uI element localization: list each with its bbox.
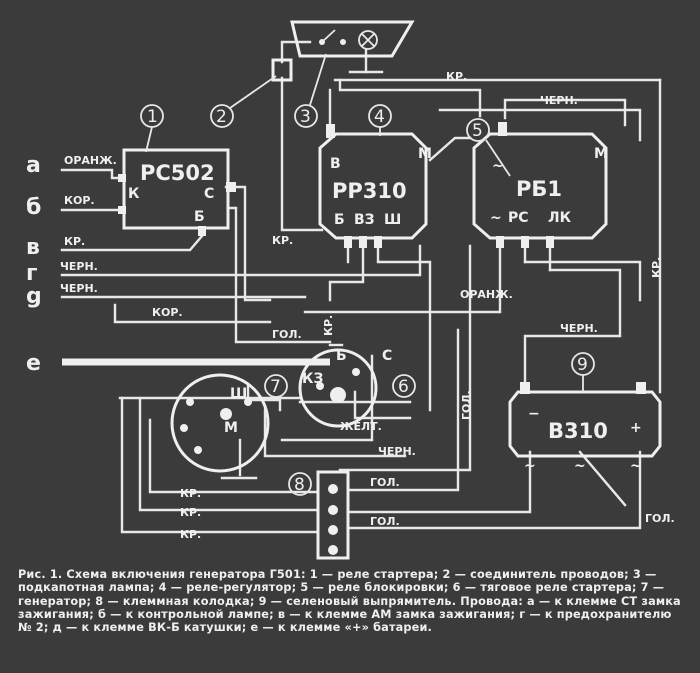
voltage-regulator-pin-v: В: [330, 156, 341, 172]
callout-7: [264, 374, 288, 398]
wiring-diagram-svg: а б в г g е ОРАНЖ. КОР. КР. ЧЕРН. ЧЕРН. …: [26, 20, 675, 560]
wire-label-blue-block-1: ГОЛ.: [370, 476, 400, 489]
wire-label-g-black: ЧЕРН.: [60, 260, 98, 273]
wire-label-a-orange: ОРАНЖ.: [64, 154, 117, 167]
callout-5-number: 5: [472, 121, 483, 141]
lamp-bulb-icon: [358, 30, 378, 50]
voltage-regulator-pin-b: Б: [334, 212, 345, 228]
voltage-regulator: В РР310 Б ВЗ Ш М: [318, 124, 432, 248]
starter-relay-pin-b: Б: [194, 209, 205, 225]
generator: М Ш: [170, 373, 270, 473]
traction-relay: КЗ Б С: [298, 348, 392, 428]
wire-label-blue-mid: ГОЛ.: [272, 328, 302, 341]
wire-connector-body: [271, 58, 293, 82]
callout-1-number: 1: [147, 107, 158, 127]
wire-label-red-vertical: КР.: [322, 315, 335, 336]
wire-label-red-gen-3: КР.: [180, 528, 201, 541]
callout-9-number: 9: [577, 355, 588, 375]
voltage-regulator-pin-m: М: [418, 146, 432, 162]
voltage-regulator-pin-vz: ВЗ: [354, 212, 375, 228]
lead-letter-v: в: [26, 235, 40, 260]
callout-3-number: 3: [300, 107, 311, 127]
wire-label-red-far-right: КР.: [650, 257, 663, 278]
lead-letter-b: б: [26, 195, 41, 220]
wire-label-black-gen: ЧЕРН.: [378, 445, 416, 458]
rectifier-pin-plus: +: [630, 420, 642, 436]
rectifier-pin-ac-1: ~: [524, 458, 536, 474]
underhood-lamp: [290, 20, 415, 58]
blocking-relay-name: РБ1: [516, 177, 562, 201]
callout-2-number: 2: [216, 107, 227, 127]
wire-connector: [271, 58, 293, 82]
wire-label-blue-rect: ГОЛ.: [645, 512, 675, 525]
wire-labels: ОРАНЖ. КОР. КР. ЧЕРН. ЧЕРН. КОР. КР. КР.…: [60, 70, 675, 541]
traction-relay-pin-b: Б: [336, 348, 347, 364]
wire-label-blue-vertical: ГОЛ.: [460, 390, 473, 420]
starter-relay-name: РС502: [140, 161, 215, 185]
generator-pin-sh: Ш: [230, 386, 247, 402]
wire-label-black-top: ЧЕРН.: [540, 94, 578, 107]
blocking-relay-body: [472, 132, 608, 240]
wire-label-red-top: КР.: [446, 70, 467, 83]
wire-label-orange-right: ОРАНЖ.: [460, 288, 513, 301]
terminal-block-body: [316, 470, 350, 560]
callout-6-number: 6: [398, 377, 409, 397]
blocking-relay: ~ РБ1 ~ РС ЛК М: [472, 122, 608, 248]
blocking-relay-pin-rs: РС: [508, 210, 529, 226]
starter-relay-pin-k: К: [128, 186, 140, 202]
blocking-relay-pin-ac: ~: [492, 158, 504, 174]
voltage-regulator-pin-sh: Ш: [384, 212, 401, 228]
lead-letter-e: е: [26, 351, 41, 376]
wiring-diagram: а б в г g е ОРАНЖ. КОР. КР. ЧЕРН. ЧЕРН. …: [26, 20, 675, 560]
wire-label-red-gen-1: КР.: [180, 487, 201, 500]
rectifier-name: В310: [548, 419, 608, 443]
lead-letter-g: г: [26, 261, 38, 286]
callout-7-number: 7: [270, 377, 281, 397]
voltage-regulator-body: [318, 132, 428, 240]
underhood-lamp-housing: [290, 20, 415, 58]
rectifier-pin-minus: −: [528, 406, 540, 422]
callout-5: [466, 118, 490, 142]
rectifier-pin-ac-3: ~: [630, 458, 642, 474]
selenium-rectifier-body: [508, 390, 662, 458]
callout-6: [392, 374, 416, 398]
blocking-relay-pin-ac2: ~: [490, 210, 502, 226]
callout-8: [288, 472, 312, 496]
generator-pin-m: М: [224, 420, 238, 436]
wires: [60, 40, 662, 534]
callout-3: [294, 104, 318, 128]
traction-relay-pin-s: С: [382, 348, 392, 364]
terminal-block: [316, 470, 350, 560]
rectifier-pin-ac-2: ~: [574, 458, 586, 474]
voltage-regulator-name: РР310: [332, 179, 407, 203]
wire-label-blue-block-2: ГОЛ.: [370, 515, 400, 528]
blocking-relay-pin-lk: ЛК: [548, 210, 572, 226]
generator-body: [170, 373, 270, 473]
lead-letter-d: g: [26, 284, 42, 309]
wire-label-d-black: ЧЕРН.: [60, 282, 98, 295]
blocking-relay-pin-m: М: [594, 146, 608, 162]
selenium-rectifier: − + В310 ~ ~ ~: [508, 382, 662, 474]
starter-relay: РС502 К С Б: [118, 148, 236, 236]
wire-label-red-gen-2: КР.: [180, 506, 201, 519]
wire-label-v-red: КР.: [64, 235, 85, 248]
callout-2: [210, 104, 234, 128]
callouts: 1 2 3 4 5 6 7 8 9: [140, 53, 595, 496]
callout-8-number: 8: [294, 475, 305, 495]
traction-relay-body: [298, 348, 378, 428]
figure-caption: Рис. 1. Схема включения генератора Г501:…: [18, 568, 681, 635]
lead-letter-a: а: [26, 153, 41, 178]
traction-relay-pin-kz: КЗ: [302, 371, 323, 387]
wire-label-brown-mid: КОР.: [152, 306, 183, 319]
starter-relay-pin-s: С: [204, 186, 214, 202]
wire-label-b-brown: КОР.: [64, 194, 95, 207]
wire-label-black-right: ЧЕРН.: [560, 322, 598, 335]
wire-label-red-reg: КР.: [272, 234, 293, 247]
callout-4-number: 4: [374, 107, 385, 127]
lead-letters: а б в г g е: [26, 153, 42, 376]
